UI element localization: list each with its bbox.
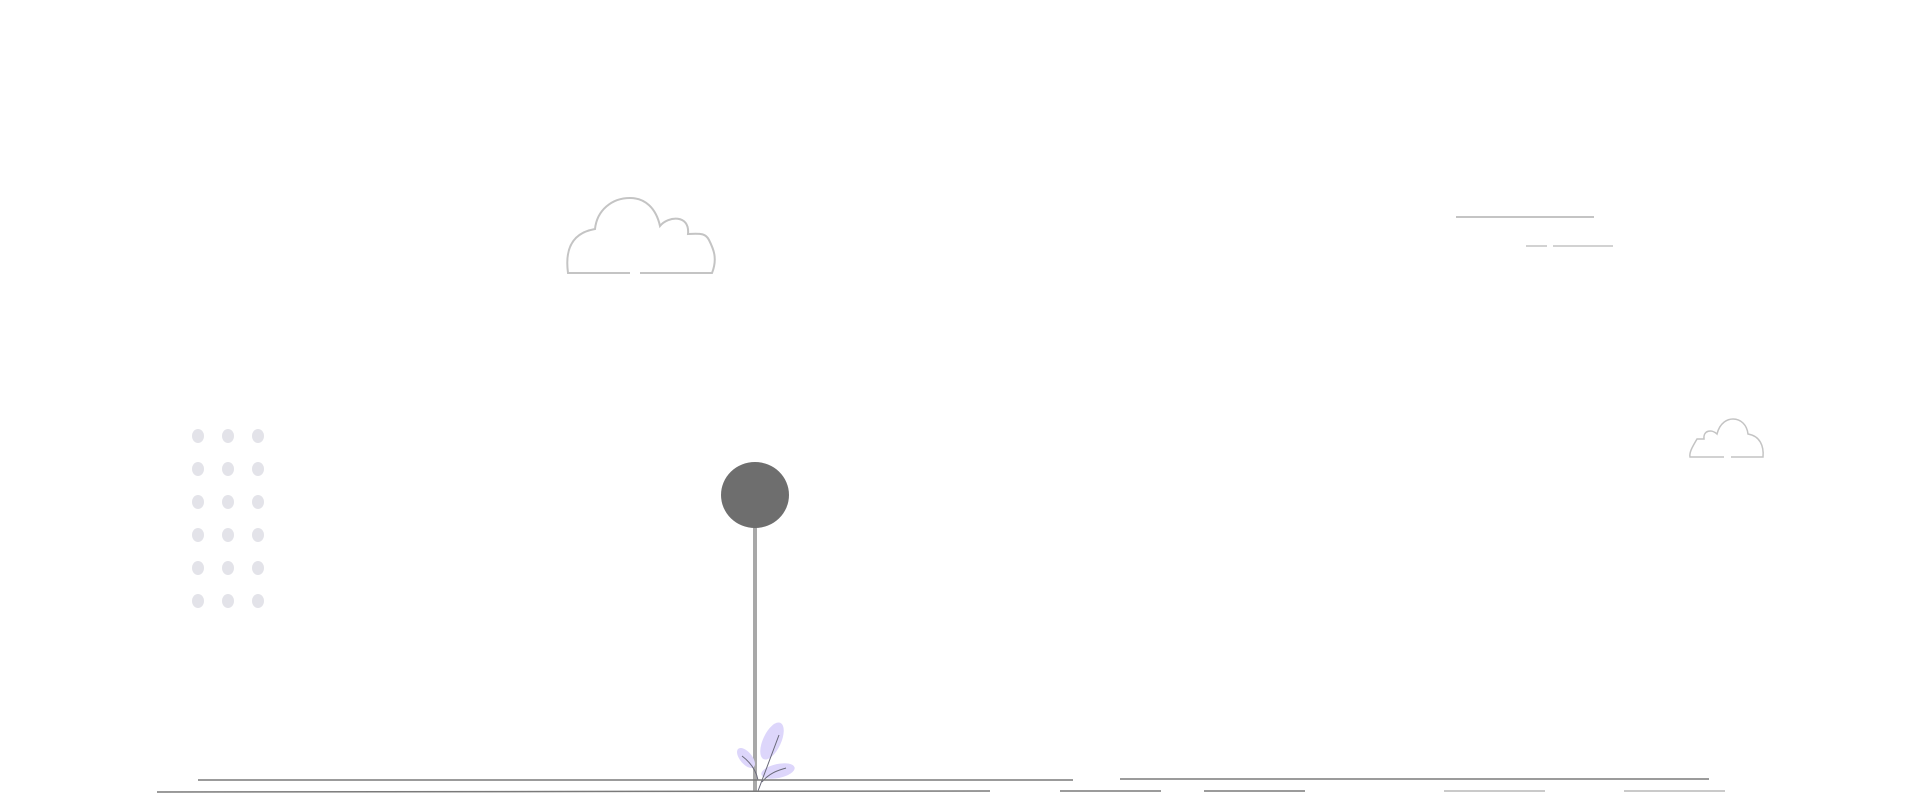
dot	[222, 528, 234, 542]
dot	[192, 561, 204, 575]
dot	[252, 429, 264, 443]
dot	[222, 561, 234, 575]
dot	[252, 561, 264, 575]
dot	[192, 495, 204, 509]
dot	[192, 462, 204, 476]
cloud-small-icon	[1689, 418, 1764, 458]
dot-grid-decoration	[192, 429, 264, 608]
dot	[222, 594, 234, 608]
dot	[192, 429, 204, 443]
dot	[252, 594, 264, 608]
ground-lines	[156, 778, 1725, 793]
dot	[252, 462, 264, 476]
lamp-head	[721, 462, 789, 528]
dot	[252, 495, 264, 509]
dot	[252, 528, 264, 542]
dot	[192, 594, 204, 608]
lamp-post	[721, 462, 789, 792]
plant-icon	[737, 722, 795, 792]
dot	[192, 528, 204, 542]
cloud-large-icon	[566, 196, 716, 274]
dot	[222, 429, 234, 443]
dot	[222, 462, 234, 476]
dot	[222, 495, 234, 509]
lamp-pole	[753, 525, 757, 792]
sky-lines	[1456, 216, 1613, 247]
